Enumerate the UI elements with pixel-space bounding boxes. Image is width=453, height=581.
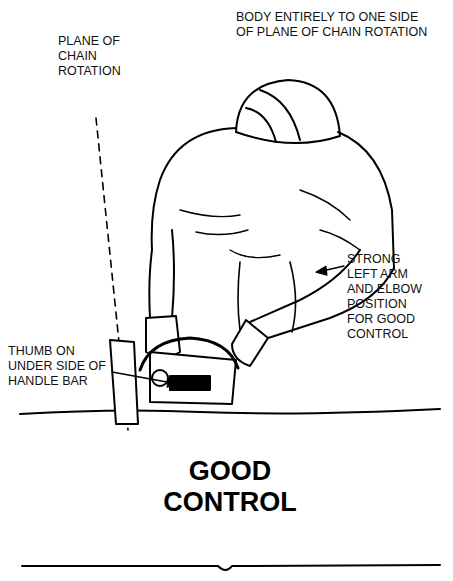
caption: GOOD CONTROL	[145, 456, 315, 518]
left-glove	[232, 320, 268, 366]
ground-line	[20, 409, 440, 414]
saw-hub	[152, 370, 168, 386]
shirt-folds	[180, 190, 360, 258]
body-position-note: BODY ENTIRELY TO ONE SIDE OF PLANE OF CH…	[236, 10, 436, 40]
bottom-line	[22, 565, 440, 570]
arm-arrowhead	[316, 266, 327, 275]
saw-body	[150, 352, 236, 404]
handle-bar	[140, 338, 238, 370]
hard-hat	[236, 80, 340, 143]
thumb-note: THUMB ON UNDER SIDE OF HANDLE BAR	[8, 344, 118, 389]
arm-position-note: STRONG LEFT ARM AND ELBOW POSITION FOR G…	[347, 252, 427, 342]
plane-label: PLANE OF CHAIN ROTATION	[58, 34, 132, 79]
thumb-arrowhead	[167, 378, 178, 387]
legs	[238, 262, 296, 332]
guide-bar	[110, 340, 138, 424]
right-arm	[149, 230, 174, 318]
back-outline	[152, 128, 394, 268]
hat-ridge	[246, 90, 300, 142]
